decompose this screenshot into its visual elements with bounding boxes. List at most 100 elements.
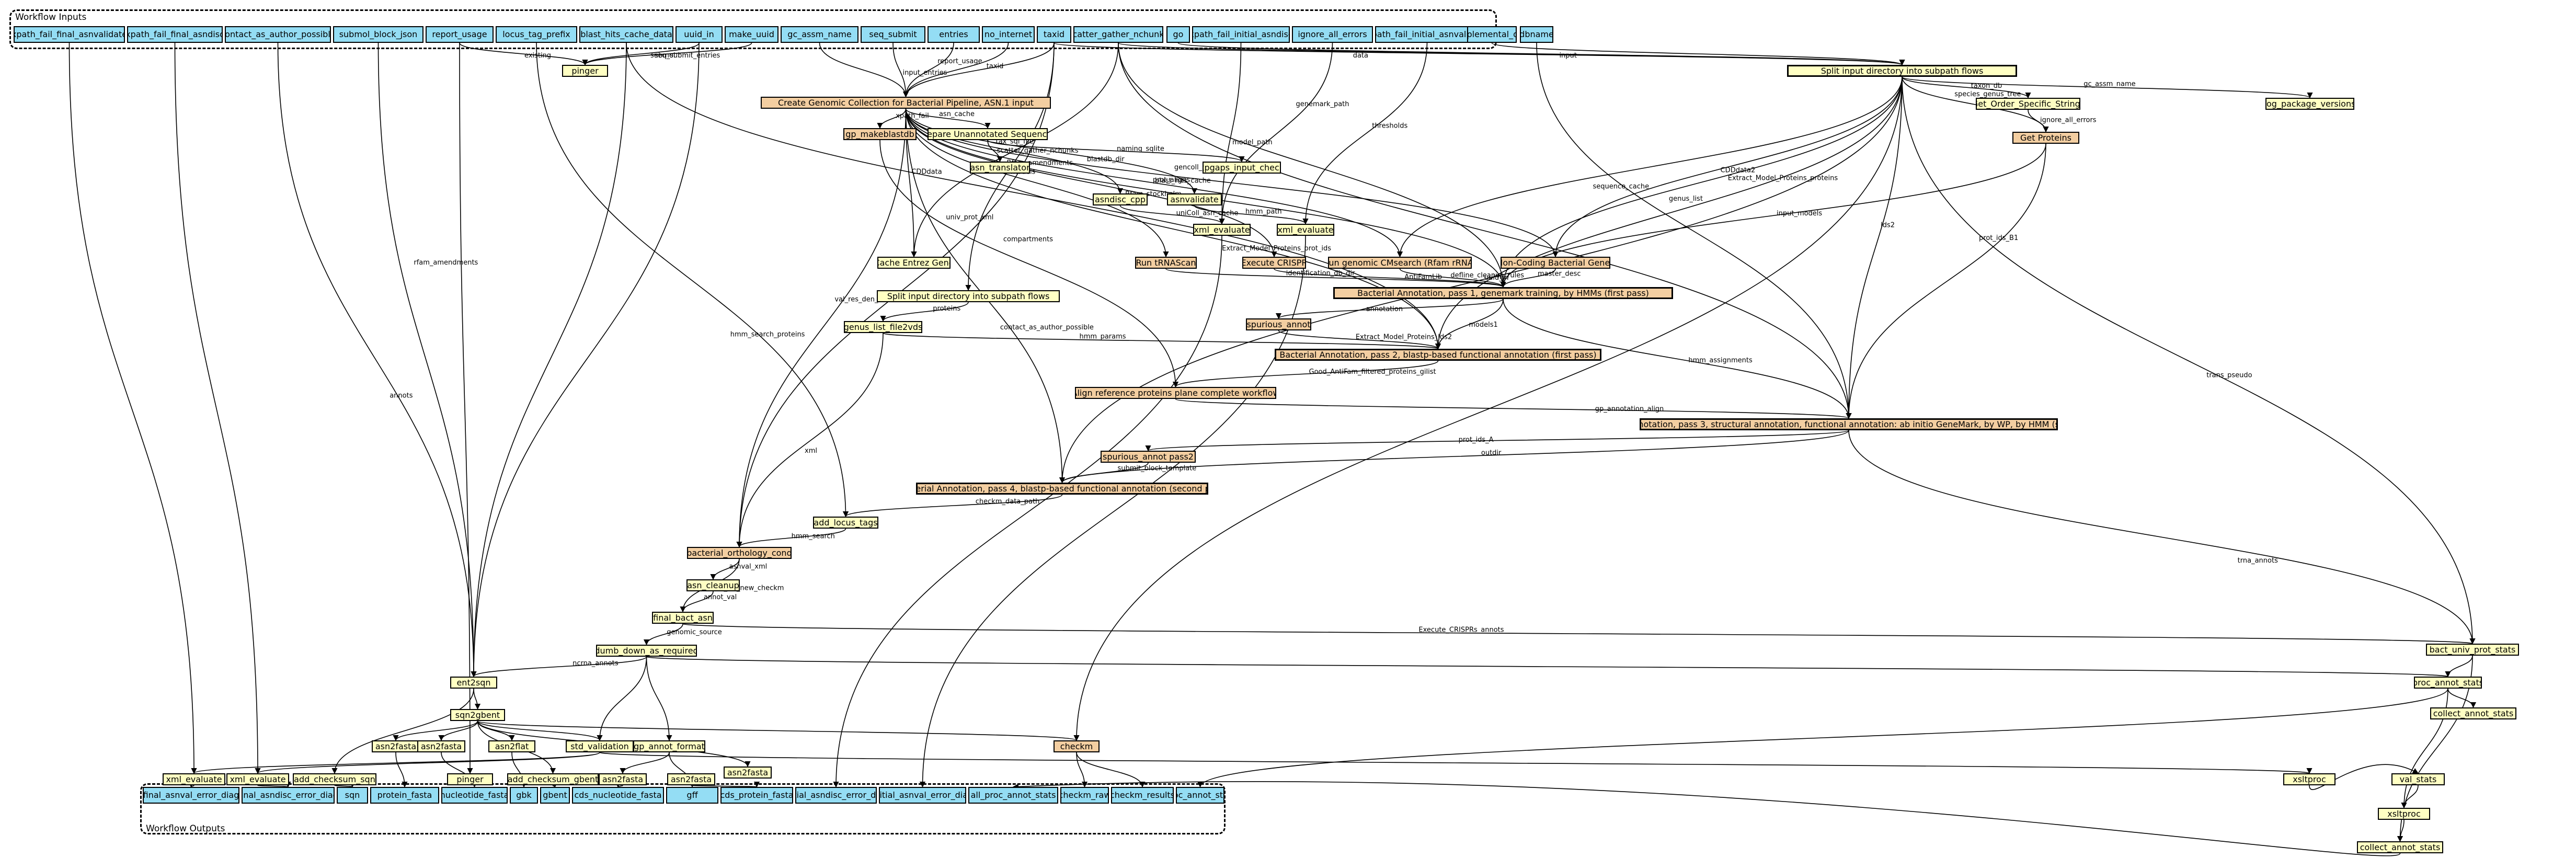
output-all-proc-annot-stats[interactable]: all_proc_annot_stats [968,787,1058,804]
input-make-uuid[interactable]: make_uuid [725,26,778,43]
step-add-locus[interactable]: add_locus_tags [813,517,878,529]
output-proc-annot-stats[interactable]: proc_annot_stats [1176,787,1224,804]
step-asn2fasta-e[interactable]: asn2fasta [667,773,715,785]
step-xml-evaluate-a[interactable]: xml_evaluate [1193,224,1251,236]
edge [646,656,2450,678]
input-contact-as-author-possible[interactable]: contact_as_author_possible [225,26,331,43]
step-xsltproc-a[interactable]: xsltproc [2283,773,2335,785]
step-val-stats[interactable]: val_stats [2391,773,2445,785]
edge-label: blast_hits_cache [1155,177,1211,185]
step-xml-evaluate-c[interactable]: xml_evaluate [163,773,225,785]
step-add-checksum-gbent[interactable]: add_checksum_gbent [507,773,599,785]
step-bact-pass4[interactable]: Bacterial Annotation, pass 4, blastp-bas… [916,483,1208,495]
step-bact-pass1[interactable]: Bacterial Annotation, pass 1, genemark t… [1333,287,1673,299]
edge [880,302,969,322]
step-genus-list[interactable]: genus_list_file2vds [844,321,922,333]
step-bact-pass3[interactable]: Bacterial Annotation, pass 3, structural… [1640,418,2058,430]
step-cache-entrez[interactable]: Cache Entrez Gene [877,257,951,269]
step-spurious-2[interactable]: spurious_annot pass2 [1101,451,1196,463]
step-gp-makeblastdb[interactable]: gp_makeblastdb [843,128,917,140]
input-go[interactable]: go [1166,26,1190,43]
step-xml-evaluate-b[interactable]: xml_evaluate [1277,224,1334,236]
step-bact-ortho[interactable]: bacterial_orthology_cond [687,547,792,559]
step-asn-translator[interactable]: asn_translator [970,162,1030,174]
edge-label: submit_block_template [1117,464,1196,472]
step-add-checksum-sqn[interactable]: add_checksum_sqn [293,773,376,785]
input-scatter-gather-nchunks[interactable]: scatter_gather_nchunks [1073,26,1163,43]
input-xpath-fail-initial-asnvalidate[interactable]: xpath_fail_initial_asnvalidate [1375,26,1479,43]
step-spurious-1[interactable]: spurious_annot [1246,318,1311,330]
step-create-genomic[interactable]: Create Genomic Collection for Bacterial … [761,97,1051,109]
output-checkm-raw[interactable]: checkm_raw [1060,787,1109,804]
input-submol-block-json[interactable]: submol_block_json [333,26,423,43]
output-nucleotide-fasta[interactable]: nucleotide_fasta [441,787,508,804]
step-xpgaps[interactable]: xpgaps_input_check [1203,162,1281,174]
output-sqn[interactable]: sqn [337,787,368,804]
edge [902,42,1009,98]
step-asn2fasta-b[interactable]: asn2fasta [417,740,465,752]
step-pinger-bottom[interactable]: pinger [447,773,493,785]
input-xpath-fail-initial-asndisc[interactable]: xpath_fail_initial_asndisc [1192,26,1290,43]
output-initial-asnval-error-diag[interactable]: initial_asnval_error_diag [879,787,966,804]
input-blast-hits-cache-data[interactable]: blast_hits_cache_data [579,26,673,43]
step-pinger-top[interactable]: pinger [562,65,608,77]
input-dbname[interactable]: dbname [1520,26,1553,43]
step-asn2fasta-c[interactable]: asn2fasta [724,767,772,779]
step-get-order[interactable]: Get_Order_Specific_Strings [1976,98,2080,110]
step-dumb-down[interactable]: dumb_down_as_required [596,645,697,657]
input-xpath-fail-final-asndisc[interactable]: xpath_fail_final_asndisc [127,26,223,43]
step-non-coding[interactable]: Non-Coding Bacterial Genes [1501,257,1610,269]
step-ent2sqn[interactable]: ent2sqn [450,677,497,689]
input-uuid-in[interactable]: uuid_in [676,26,723,43]
step-log-package[interactable]: log_package_versions [2265,98,2354,110]
input-locus-tag-prefix[interactable]: locus_tag_prefix [496,26,577,43]
step-split-mid[interactable]: Split input directory into subpath flows [877,290,1060,302]
step-gp-annot-format[interactable]: gp_annot_format [633,740,705,752]
step-align-ref[interactable]: Align reference proteins plane complete … [1075,387,1276,399]
step-prepare-unannot[interactable]: Prepare Unannotated Sequences [928,128,1048,140]
output-initial-asndisc-error-diag[interactable]: initial_asndisc_error_diag [795,787,877,804]
output-final-asndisc-error-diag[interactable]: final_asndisc_error_diag [242,787,335,804]
step-asnvalidate[interactable]: asnvalidate [1167,193,1222,205]
step-final-bact[interactable]: final_bact_asn [652,612,714,624]
output-gff[interactable]: gff [666,787,718,804]
input-entries[interactable]: entries [928,26,980,43]
output-gbk[interactable]: gbk [510,787,538,804]
output-checkm-results[interactable]: checkm_results [1111,787,1174,804]
step-sqn2gbent[interactable]: sqn2gbent [450,709,505,721]
input-ignore-all-errors[interactable]: ignore_all_errors [1292,26,1373,43]
step-asn-cleanup[interactable]: asn_cleanup [686,579,740,591]
step-std-validation[interactable]: std_validation [566,740,634,752]
step-asn2fasta-a[interactable]: asn2fasta [372,740,420,752]
input-report-usage[interactable]: report_usage [426,26,494,43]
output-cds-protein-fasta[interactable]: cds_protein_fasta [720,787,793,804]
step-run-cmsearch[interactable]: Run genomic CMsearch (Rfam rRNA) [1328,257,1472,269]
input-gc-assm-name[interactable]: gc_assm_name [781,26,858,43]
step-execute-crispr[interactable]: Execute CRISPR [1242,257,1306,269]
step-asn2flat[interactable]: asn2flat [488,740,535,752]
step-xsltproc-b[interactable]: xsltproc [2378,808,2430,820]
output-protein-fasta[interactable]: protein_fasta [370,787,439,804]
step-proc-annot[interactable]: proc_annot_stats [2414,677,2482,689]
input-seq-submit[interactable]: seq_submit [861,26,925,43]
step-asn2fasta-d[interactable]: asn2fasta [599,773,647,785]
edge-label: naming_sqlite [1117,145,1164,153]
step-collect-annot-b[interactable]: collect_annot_stats [2357,841,2443,853]
input-taxid[interactable]: taxid [1037,26,1071,43]
step-bact-pass2[interactable]: Bacterial Annotation, pass 2, blastp-bas… [1275,349,1601,361]
input-supplemental-data[interactable]: supplemental_data [1467,26,1517,43]
step-split-top[interactable]: Split input directory into subpath flows [1787,65,2017,77]
input-no-internet[interactable]: no_internet [982,26,1035,43]
output-gbent[interactable]: gbent [540,787,570,804]
step-asndisc-cpp[interactable]: asndisc_cpp [1093,193,1148,205]
input-xpath-fail-final-asnvalidate[interactable]: xpath_fail_final_asnvalidate [14,26,125,43]
step-get-proteins[interactable]: Get Proteins [2012,132,2079,144]
output-cds-nucleotide-fasta[interactable]: cds_nucleotide_fasta [572,787,664,804]
step-bact-univ[interactable]: bact_univ_prot_stats [2426,644,2519,656]
step-collect-annot[interactable]: collect_annot_stats [2430,707,2516,719]
step-checkm[interactable]: checkm [1054,740,1100,752]
step-xml-evaluate-d[interactable]: xml_evaluate [226,773,289,785]
step-run-trnascan[interactable]: Run tRNAScan [1135,257,1197,269]
output-final-asnval-error-diag[interactable]: final_asnval_error_diag [143,787,239,804]
